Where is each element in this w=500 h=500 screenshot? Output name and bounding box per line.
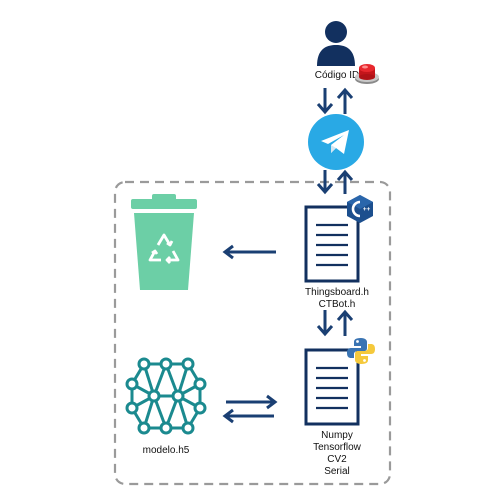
document-icon: [304, 348, 360, 426]
esp-python-arrows: [316, 309, 354, 337]
esp-bin-arrow: [222, 244, 276, 260]
python-icon: [347, 338, 375, 364]
cpp-icon: ++: [347, 195, 373, 223]
esp-libraries: Thingsboard.h CTBot.h: [282, 287, 392, 311]
recycle-bin-icon: [131, 194, 197, 290]
model-label: modelo.h5: [142, 445, 190, 456]
esp-library-line: CTBot.h: [318, 299, 356, 310]
document-icon: [304, 205, 360, 283]
esp-library-line: Thingsboard.h: [305, 287, 369, 298]
red-push-button-icon: [355, 64, 379, 84]
python-library-line: Numpy: [321, 430, 353, 441]
model-python-arrows: [222, 394, 278, 424]
user-icon: [317, 21, 355, 66]
python-library-line: Serial: [324, 466, 350, 477]
python-library-line: CV2: [327, 454, 347, 465]
neural-network-icon: [125, 357, 207, 435]
telegram-icon: [308, 114, 364, 170]
python-library-line: Tensorflow: [313, 442, 361, 453]
user-label: Código ID: [314, 70, 360, 81]
telegram-esp-arrows: [316, 169, 354, 195]
svg-text:++: ++: [363, 206, 371, 213]
python-libraries: Numpy Tensorflow CV2 Serial: [282, 430, 392, 478]
user-telegram-arrows: [316, 87, 354, 115]
